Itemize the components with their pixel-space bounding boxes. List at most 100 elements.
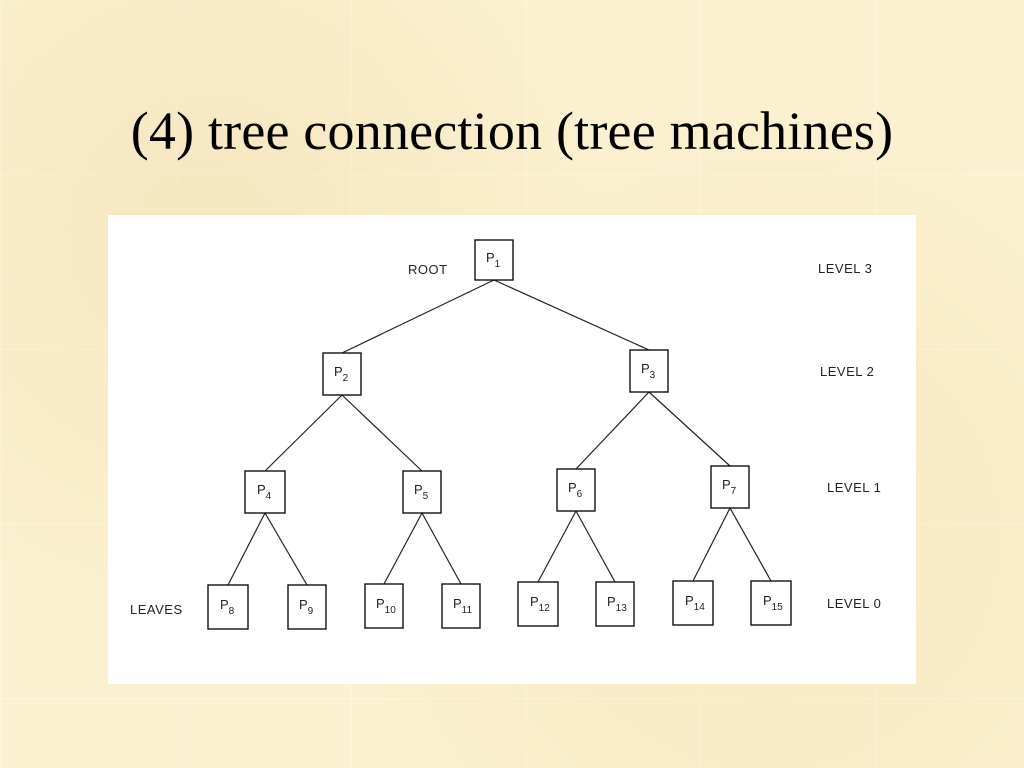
processor-letter: P bbox=[414, 482, 423, 497]
level-3-label: LEVEL 3 bbox=[818, 261, 872, 276]
processor-subscript: 2 bbox=[343, 373, 349, 384]
processor-label: P9 bbox=[299, 597, 314, 617]
processor-label: P1 bbox=[486, 250, 501, 270]
processor-box bbox=[322, 352, 362, 396]
processor-subscript: 7 bbox=[731, 486, 737, 497]
processor-node-p15: P15 bbox=[750, 580, 792, 626]
processor-box bbox=[244, 470, 286, 514]
processor-box bbox=[474, 239, 514, 281]
processor-subscript: 1 bbox=[495, 259, 501, 270]
level-1-label: LEVEL 1 bbox=[827, 480, 881, 495]
processor-subscript: 11 bbox=[462, 605, 473, 616]
tree-edge-p4-p9 bbox=[264, 512, 308, 586]
tree-edge-p6-p12 bbox=[537, 510, 577, 583]
processor-subscript: 8 bbox=[229, 606, 235, 617]
processor-node-p7: P7 bbox=[710, 465, 750, 509]
tree-edge-p7-p14 bbox=[692, 507, 731, 582]
tree-edge-p2-p4 bbox=[264, 394, 343, 472]
slide-title: (4) tree connection (tree machines) bbox=[130, 101, 894, 161]
processor-label: P15 bbox=[763, 593, 783, 613]
processor-letter: P bbox=[641, 361, 650, 376]
processor-subscript: 10 bbox=[385, 605, 397, 616]
processor-node-p1: P1 bbox=[474, 239, 514, 281]
processor-letter: P bbox=[568, 480, 577, 495]
processor-box bbox=[556, 468, 596, 512]
processor-letter: P bbox=[453, 596, 462, 611]
processor-subscript: 15 bbox=[772, 602, 784, 613]
processor-letter: P bbox=[763, 593, 772, 608]
processor-node-p13: P13 bbox=[595, 581, 635, 627]
tree-edge-p2-p5 bbox=[341, 394, 423, 472]
processor-letter: P bbox=[607, 594, 616, 609]
processor-node-p11: P11 bbox=[441, 583, 481, 629]
level-2-label: LEVEL 2 bbox=[820, 364, 874, 379]
processor-box bbox=[750, 580, 792, 626]
processor-letter: P bbox=[685, 593, 694, 608]
tree-edges bbox=[227, 279, 772, 586]
processor-label: P2 bbox=[334, 364, 349, 384]
processor-subscript: 4 bbox=[266, 491, 272, 502]
processor-label: P12 bbox=[530, 594, 550, 614]
processor-node-p6: P6 bbox=[556, 468, 596, 512]
processor-box bbox=[517, 581, 559, 627]
tree-edge-p6-p13 bbox=[575, 510, 616, 583]
processor-subscript: 5 bbox=[423, 491, 429, 502]
processor-subscript: 13 bbox=[616, 603, 628, 614]
processor-box bbox=[629, 349, 669, 393]
processor-label: P11 bbox=[453, 596, 472, 616]
processor-subscript: 12 bbox=[539, 603, 551, 614]
processor-box bbox=[672, 580, 714, 626]
processor-letter: P bbox=[486, 250, 495, 265]
tree-edge-p1-p2 bbox=[341, 279, 495, 354]
processor-node-p5: P5 bbox=[402, 470, 442, 514]
processor-node-p9: P9 bbox=[287, 584, 327, 630]
level-0-label: LEVEL 0 bbox=[827, 596, 881, 611]
processor-node-p10: P10 bbox=[364, 583, 404, 629]
leaves-label: LEAVES bbox=[130, 602, 183, 617]
processor-label: P10 bbox=[376, 596, 396, 616]
processor-letter: P bbox=[220, 597, 229, 612]
processor-subscript: 14 bbox=[694, 602, 706, 613]
processor-node-p8: P8 bbox=[207, 584, 249, 630]
tree-edge-p4-p8 bbox=[227, 512, 266, 586]
processor-box bbox=[441, 583, 481, 629]
processor-letter: P bbox=[722, 477, 731, 492]
processor-node-p3: P3 bbox=[629, 349, 669, 393]
processor-box bbox=[287, 584, 327, 630]
processor-node-p4: P4 bbox=[244, 470, 286, 514]
processor-letter: P bbox=[376, 596, 385, 611]
processor-subscript: 3 bbox=[650, 370, 656, 381]
processor-label: P4 bbox=[257, 482, 272, 502]
processor-subscript: 9 bbox=[308, 606, 314, 617]
processor-letter: P bbox=[257, 482, 266, 497]
tree-edge-p3-p6 bbox=[575, 391, 650, 470]
processor-letter: P bbox=[299, 597, 308, 612]
tree-edge-p1-p3 bbox=[493, 279, 650, 351]
processor-box bbox=[207, 584, 249, 630]
processor-node-p12: P12 bbox=[517, 581, 559, 627]
processor-letter: P bbox=[530, 594, 539, 609]
processor-label: P7 bbox=[722, 477, 737, 497]
processor-label: P6 bbox=[568, 480, 583, 500]
processor-node-p14: P14 bbox=[672, 580, 714, 626]
processor-subscript: 6 bbox=[577, 489, 583, 500]
processor-box bbox=[364, 583, 404, 629]
tree-edge-p3-p7 bbox=[648, 391, 731, 467]
tree-edge-p7-p15 bbox=[729, 507, 772, 582]
tree-edge-p5-p10 bbox=[383, 512, 423, 585]
processor-box bbox=[402, 470, 442, 514]
processor-node-p2: P2 bbox=[322, 352, 362, 396]
tree-edge-p5-p11 bbox=[421, 512, 462, 585]
processor-label: P13 bbox=[607, 594, 627, 614]
root-label: ROOT bbox=[408, 262, 448, 277]
processor-label: P8 bbox=[220, 597, 235, 617]
processor-letter: P bbox=[334, 364, 343, 379]
processor-label: P3 bbox=[641, 361, 656, 381]
processor-box bbox=[595, 581, 635, 627]
processor-label: P14 bbox=[685, 593, 705, 613]
processor-label: P5 bbox=[414, 482, 429, 502]
processor-box bbox=[710, 465, 750, 509]
